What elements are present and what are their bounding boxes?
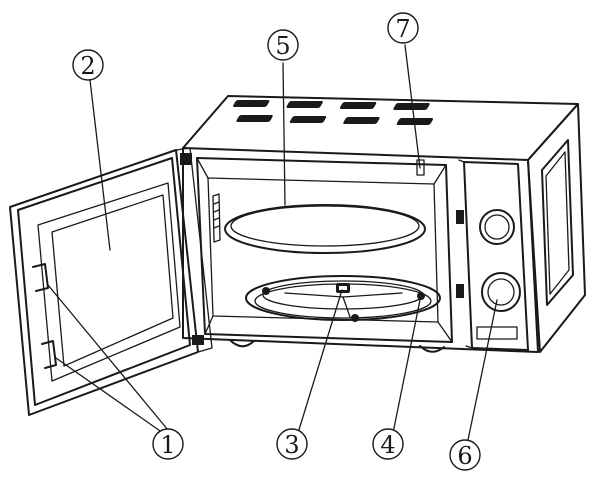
callout-label: 1 [160,431,175,459]
callout-2: 2 [72,49,104,81]
cabinet [182,95,586,353]
door [9,147,213,416]
oven-cavity [196,157,453,343]
callout-5: 5 [267,29,299,61]
feet [229,339,445,353]
top-vents [233,100,434,125]
callout-label: 3 [284,431,299,459]
turntable-shaft [336,283,350,293]
callout-label: 7 [395,15,410,43]
side-vent-panel [541,139,574,306]
roller-ring [245,275,441,322]
callout-4: 4 [372,428,404,460]
callout-label: 2 [80,52,95,80]
callout-6: 6 [449,439,481,471]
callout-label: 4 [380,431,395,459]
control-panel [456,159,529,351]
glass-tray [224,204,426,254]
callout-7: 7 [387,12,419,44]
callout-label: 5 [275,32,290,60]
leader-lines [47,44,498,441]
callout-1: 1 [152,428,184,460]
callout-label: 6 [457,442,472,470]
callout-3: 3 [276,428,308,460]
